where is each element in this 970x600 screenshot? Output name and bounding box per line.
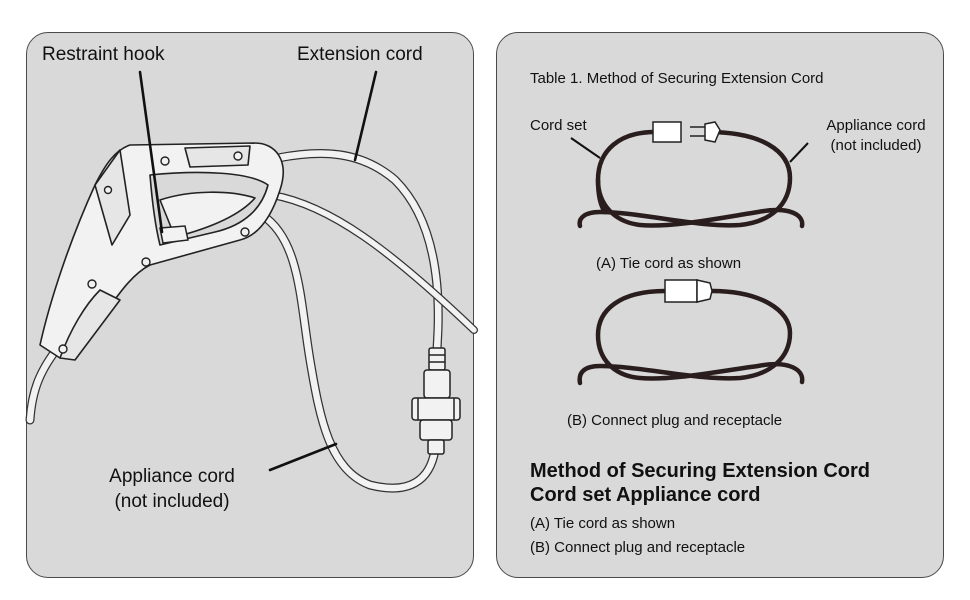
appliance-cord-leader: [268, 442, 338, 472]
step-a: (A) Tie cord as shown: [530, 515, 676, 532]
caption-a: (A) Tie cord as shown: [596, 255, 742, 272]
cord-set-label: Cord set: [530, 117, 587, 134]
knot-diagram-a: [577, 129, 805, 229]
caption-b: (B) Connect plug and receptacle: [567, 412, 783, 429]
extension-cord-leader: [353, 70, 378, 162]
restraint-hook: [159, 225, 189, 244]
step-b: (B) Connect plug and receptacle: [530, 539, 746, 556]
appliance-cord-label-right-line1: Appliance cord: [826, 117, 926, 134]
separated-plug-receptacle: [652, 121, 721, 143]
connected-plug-receptacle: [664, 279, 713, 303]
appliance-cord-leader-right: [789, 142, 809, 163]
appliance-cord-label-line1: Appliance cord: [109, 466, 235, 487]
spray-gun: [39, 142, 284, 361]
cord-set-leader: [570, 137, 601, 159]
heading-line2: Cord set Appliance cord: [530, 484, 761, 506]
right-instructions-panel: [496, 32, 944, 578]
heading-line1: Method of Securing Extension Cord: [530, 460, 871, 482]
knot-diagram-b: [577, 288, 805, 386]
plug-receptacle: [411, 347, 461, 455]
table-title: Table 1. Method of Securing Extension Co…: [530, 70, 824, 87]
extension-cord-label: Extension cord: [297, 44, 423, 65]
restraint-hook-leader: [138, 70, 164, 234]
appliance-cord-label-right-line2: (not included): [830, 137, 922, 154]
appliance-cord-label-line2: (not included): [114, 491, 230, 512]
restraint-hook-label: Restraint hook: [42, 44, 165, 65]
